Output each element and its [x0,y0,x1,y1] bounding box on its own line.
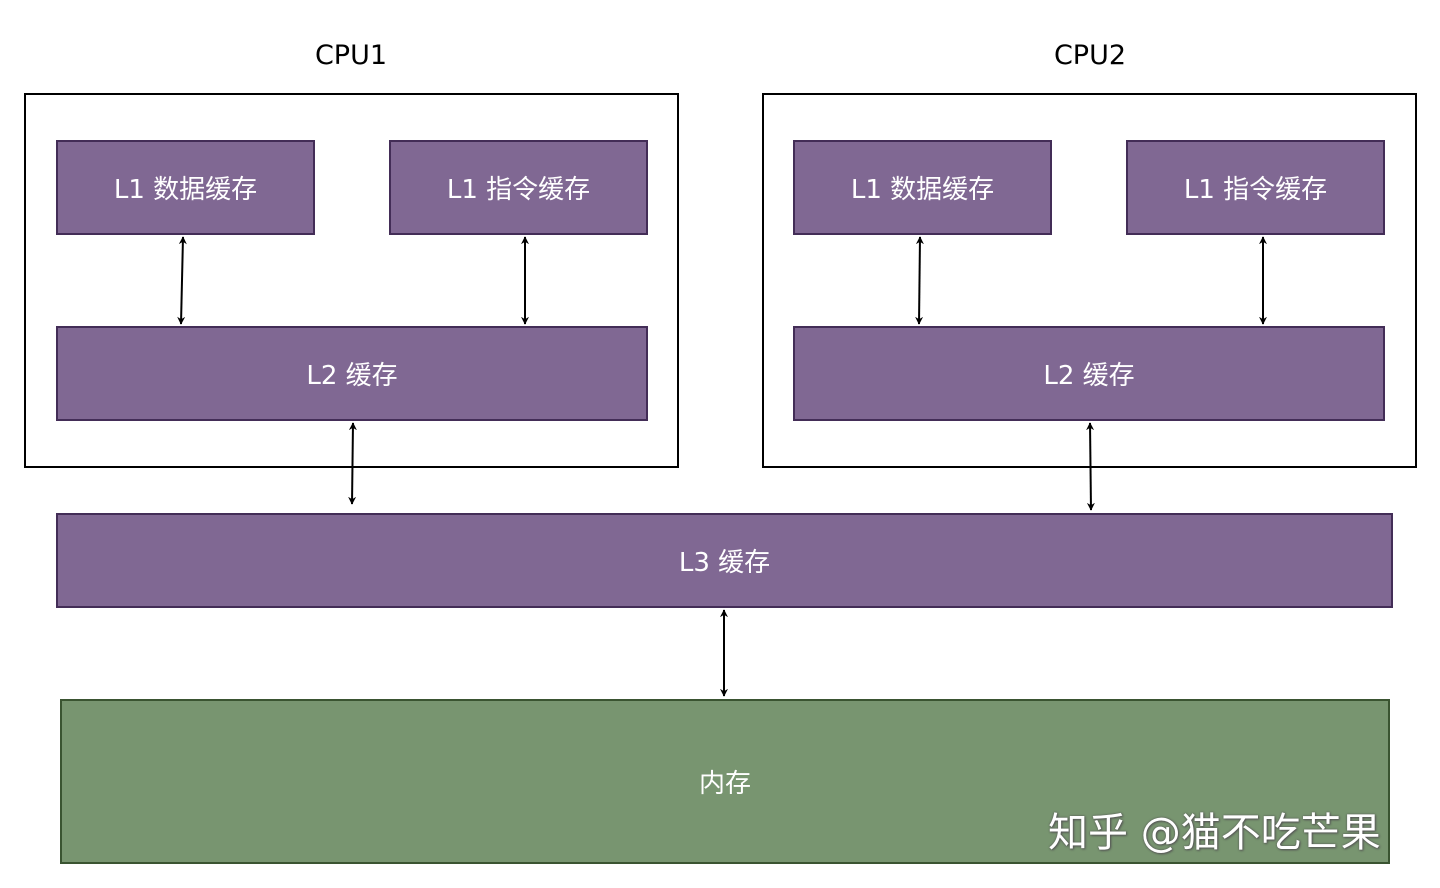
cpu1-l1-instruction-cache: L1 指令缓存 [389,140,648,235]
cpu1-title: CPU1 [314,40,388,71]
cpu2-l1-instruction-cache: L1 指令缓存 [1126,140,1385,235]
main-memory: 内存 [60,699,1390,864]
l3-cache: L3 缓存 [56,513,1393,608]
cpu1-l2-cache: L2 缓存 [56,326,648,421]
cpu2-title: CPU2 [1053,40,1127,71]
cpu2-l1-data-cache: L1 数据缓存 [793,140,1052,235]
cpu1-l1-data-cache: L1 数据缓存 [56,140,315,235]
watermark: 知乎 @猫不吃芒果 [1048,810,1381,856]
cpu2-l2-cache: L2 缓存 [793,326,1385,421]
